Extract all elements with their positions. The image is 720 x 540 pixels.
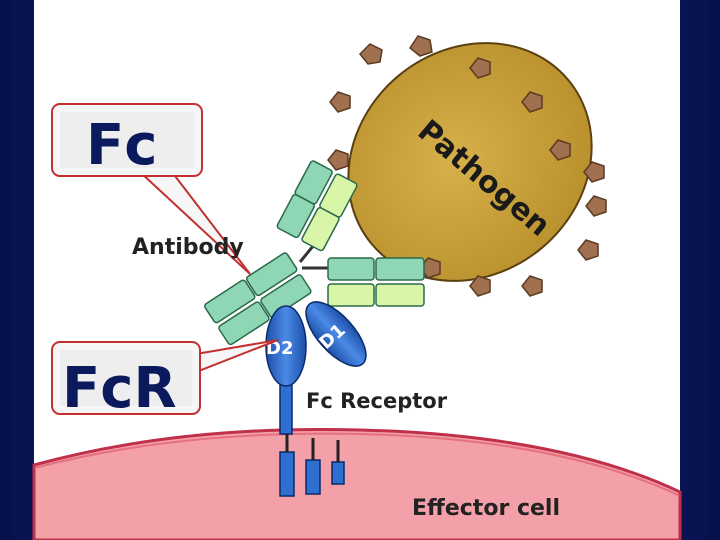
effector-cell — [32, 427, 682, 540]
fcr-callout: FcR — [51, 339, 279, 421]
d2-label: D2 — [266, 338, 293, 359]
fc-callout: Fc — [51, 103, 251, 275]
antibody — [204, 160, 425, 346]
pathogen: Pathogen — [327, 35, 607, 297]
fc-region — [204, 252, 312, 346]
fc-receptor-label: Fc Receptor — [306, 389, 448, 413]
fcr-label: FcR — [62, 356, 177, 421]
d1-domain — [305, 301, 367, 367]
d2-domain — [265, 305, 307, 387]
fc-label: Fc — [86, 113, 157, 178]
pathogen-spikes — [327, 35, 607, 297]
antibody-label: Antibody — [132, 235, 244, 260]
fc-receptor: D2 D1 — [265, 301, 367, 497]
effector-cell-label: Effector cell — [412, 496, 560, 521]
